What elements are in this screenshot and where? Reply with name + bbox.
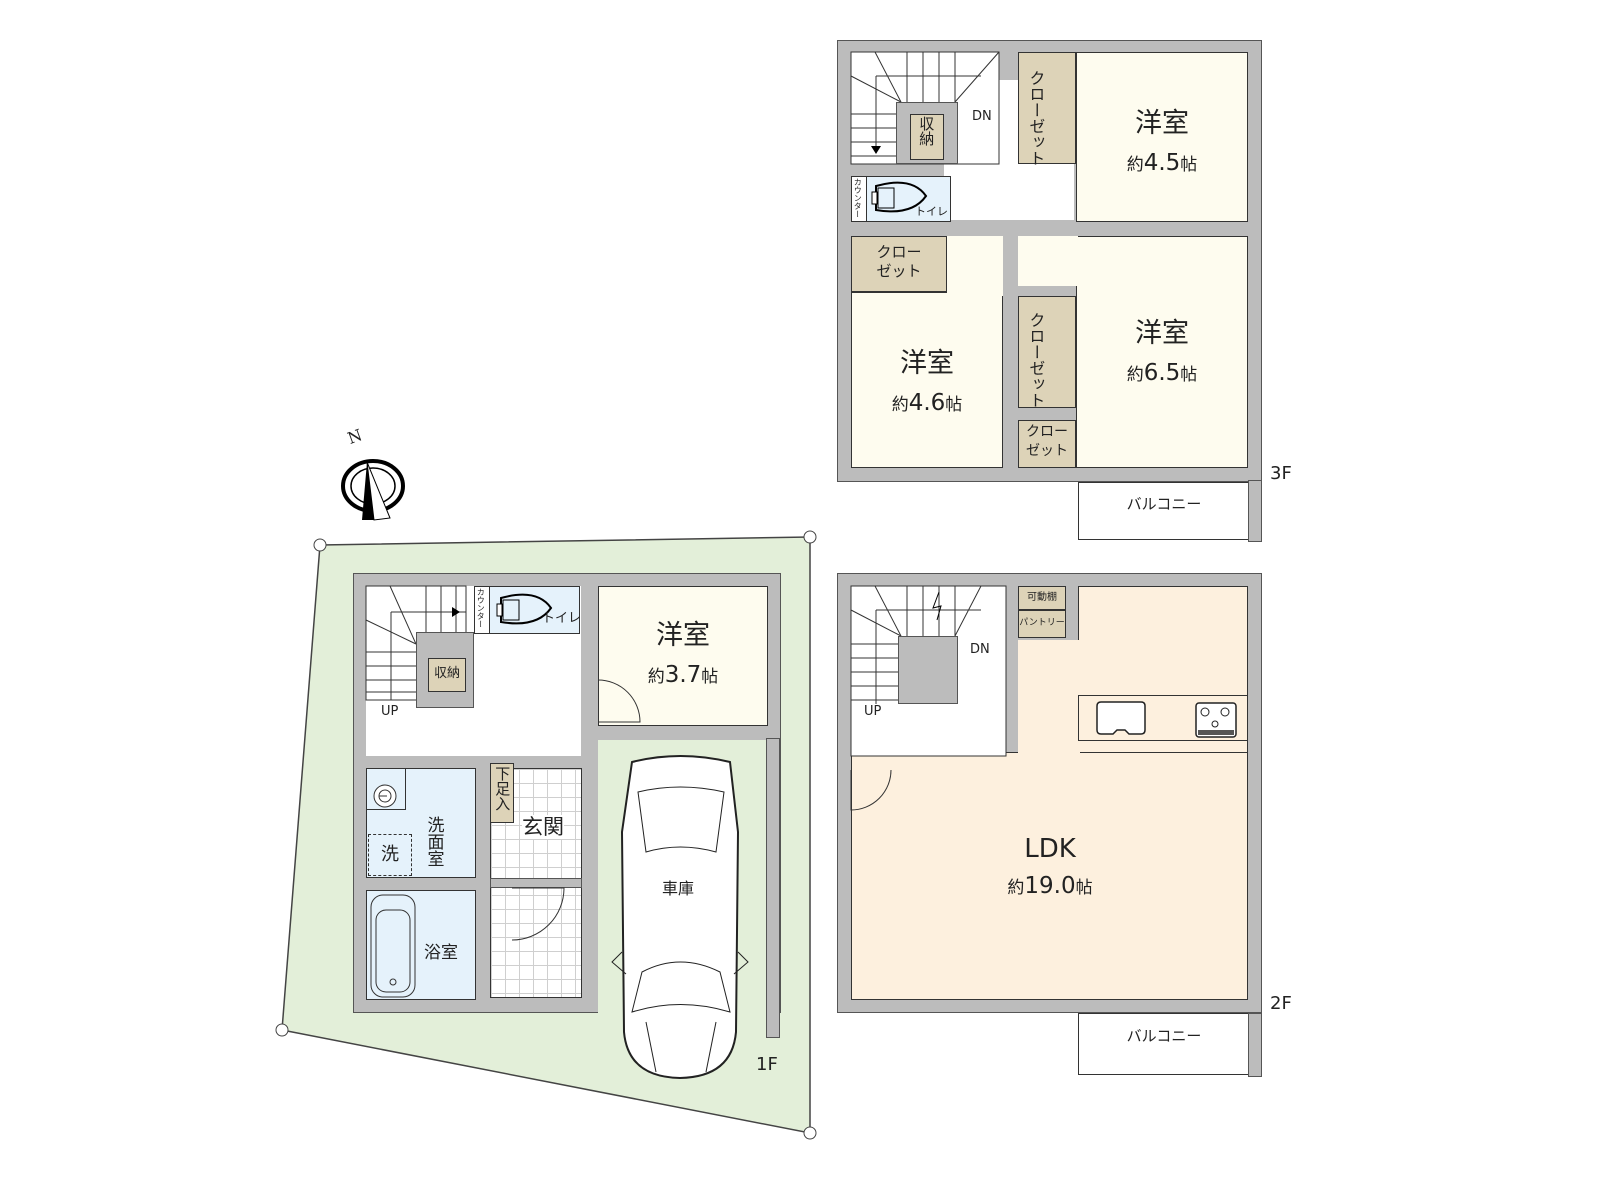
storage-1f <box>428 658 466 692</box>
closet-3f-b <box>851 236 947 292</box>
ldk-name: LDK <box>1024 834 1076 864</box>
balcony-wall <box>1248 1013 1262 1077</box>
toilet-3f-label: トイレ <box>915 205 948 218</box>
movable-shelf-label: 可動棚 <box>1027 592 1057 603</box>
western-room-3f-b <box>851 292 1003 468</box>
car-icon <box>611 755 749 1080</box>
western-room-3f-a-size: 約4.5帖 <box>1126 150 1198 176</box>
shoe-cabinet-label: 下足入 <box>493 766 512 811</box>
stove-icon <box>1195 702 1237 738</box>
door-swing <box>850 769 892 811</box>
movable-shelf <box>1018 586 1066 610</box>
toilet-bowl-icon <box>871 181 928 213</box>
western-room-1f <box>598 586 768 726</box>
counter-3f-label: カウンター <box>853 178 863 218</box>
stairs-dn-label-3f: DN <box>972 109 992 124</box>
door-swing <box>597 679 641 723</box>
washer-space <box>368 834 412 876</box>
counter-1f <box>474 586 490 634</box>
stairs-dn-label-2f: DN <box>970 642 990 657</box>
entrance-label: 玄関 <box>522 815 564 840</box>
closet-3f-d-label-1: クロー <box>1026 424 1068 440</box>
balcony-2f <box>1078 1013 1250 1075</box>
western-room-3f-b-name: 洋室 <box>900 348 954 379</box>
balcony-3f <box>1078 482 1250 540</box>
closet-3f-a-label: クローゼット <box>1026 70 1046 166</box>
ldk-passage <box>1018 640 1080 765</box>
western-room-3f-a <box>1076 52 1248 222</box>
storage-1f-label: 収納 <box>433 666 460 681</box>
sink-icon <box>1096 701 1146 735</box>
washer-label: 洗 <box>381 844 399 865</box>
closet-3f-c <box>1018 296 1076 408</box>
compass-icon <box>341 459 405 521</box>
garage-wall <box>766 738 780 1038</box>
closet-3f-b-label-1: クロー <box>876 243 922 261</box>
stairs-up-label-1f: UP <box>381 704 399 719</box>
western-room-3f-b-upper <box>947 236 1003 296</box>
balcony-3f-label: バルコニー <box>1126 495 1202 513</box>
western-room-3f-b-size: 約4.6帖 <box>891 390 963 416</box>
storage-3f <box>910 114 944 160</box>
ldk-size: 約19.0帖 <box>1007 873 1093 899</box>
stairs-up-label-2f: UP <box>864 704 882 719</box>
pantry-label: パントリー <box>1019 618 1065 628</box>
western-room-3f-c-entry <box>1018 236 1078 286</box>
balcony-wall <box>1248 480 1262 542</box>
garage-label: 車庫 <box>662 879 695 898</box>
shoe-cabinet <box>490 763 514 823</box>
floor-label-2f: 2F <box>1270 993 1292 1014</box>
washroom-label: 洗面室 <box>423 816 444 867</box>
closet-3f-d-label-2: ゼット <box>1026 443 1068 459</box>
western-room-3f-c <box>1076 236 1248 468</box>
entry-door-swing <box>511 887 565 941</box>
closet-3f-b-label-2: ゼット <box>876 262 922 280</box>
stair-core-2f <box>898 636 958 704</box>
western-room-3f-a-name: 洋室 <box>1135 108 1189 139</box>
floor-label-1f: 1F <box>756 1054 778 1075</box>
western-room-1f-name: 洋室 <box>656 620 710 651</box>
closet-3f-a <box>1018 52 1076 164</box>
balcony-2f-label: バルコニー <box>1126 1027 1202 1045</box>
entrance-partition <box>490 878 582 888</box>
toilet-bowl-icon <box>496 593 553 625</box>
western-room-3f-c-size: 約6.5帖 <box>1126 360 1198 386</box>
sink-icon <box>373 784 397 808</box>
counter-3f <box>851 176 867 222</box>
bathroom-label: 浴室 <box>424 943 458 963</box>
bathtub-icon <box>370 894 416 998</box>
storage-3f-label: 収納 <box>917 116 936 146</box>
western-room-3f-c-name: 洋室 <box>1135 318 1189 349</box>
pantry <box>1018 610 1066 638</box>
closet-3f-d <box>1018 420 1076 468</box>
ldk-main <box>851 752 1248 1000</box>
western-room-1f-size: 約3.7帖 <box>647 662 719 688</box>
closet-3f-c-label: クローゼット <box>1026 312 1046 408</box>
toilet-1f-label: トイレ <box>542 611 582 626</box>
floor-label-3f: 3F <box>1270 463 1292 484</box>
counter-1f-label: カウンター <box>476 588 486 628</box>
